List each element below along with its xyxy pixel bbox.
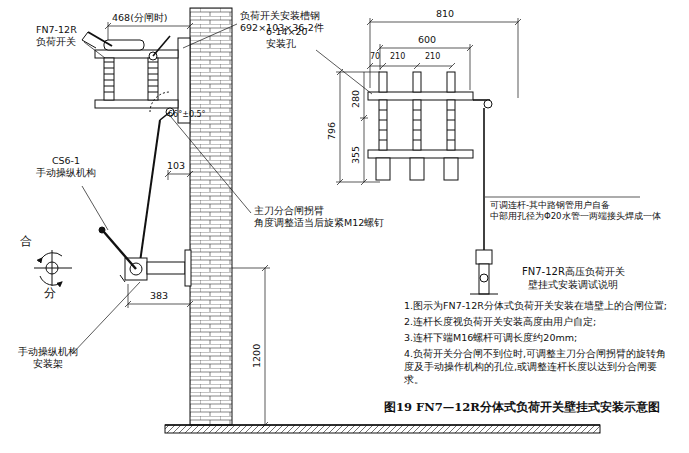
dimension-label: 810 [436,8,454,20]
label-line: 负荷开关安装槽钢 [240,10,324,22]
part-label: 1.图示为FN7-12R分体式负荷开关安装在墙壁上的合闸位置; [404,300,667,312]
label-line: FN7-12R [36,24,77,36]
part-label: 2.连杆长度视负荷开关安装高度由用户自定; [404,316,596,328]
dimension-label: 210 [425,52,440,62]
label-line: 安装孔 [266,38,308,50]
label-line: 主刀分合闸拐臂 [254,205,384,217]
dimension-label: 1200 [251,344,263,368]
part-label: 3.连杆下端M16螺杆可调长度约20mm; [404,332,577,344]
label-line: 手动操纵机构 [18,346,78,358]
part-label: FN7-12R 负荷开关 [36,24,77,49]
part-label: 468(分闸时) [112,12,168,24]
part-label: 主刀分合闸拐臂 角度调整适当后旋紧M12螺钉 [254,205,384,230]
label-line: 6-14×20 [266,26,308,38]
part-label: 4.负荷开关分合闸不到位时,可调整主刀分合闸拐臂的旋转角度及手动操作机构的孔位,… [404,348,676,386]
dimension-label: 280 [350,90,362,108]
ground [165,425,600,433]
part-label: 合 [20,234,32,250]
dimension-label: 70 [370,52,380,62]
part-label: 分 [44,286,56,302]
direction-symbol [34,250,72,286]
part-label: 手动操纵机构 安装架 [18,346,78,371]
switch-side-view [82,32,190,262]
dimension-label: 600 [418,34,436,46]
part-label: CS6-1 手动操纵机构 [36,155,96,180]
switch-front-view [368,72,498,294]
dimension-label: 210 [390,52,405,62]
label-line: 中部用孔径为Φ20水管一两端接头焊成一体 [490,211,661,222]
part-label: 6-14×20 安装孔 [266,26,308,51]
label-line: 安装架 [18,358,78,370]
label-line: 角度调整适当后旋紧M12螺钉 [254,217,384,229]
dimension-label: 796 [326,122,338,140]
dimension-label: 383 [150,290,168,302]
part-label: 可调连杆-其中路钢管用户自备 中部用孔径为Φ20水管一两端接头焊成一体 [490,200,661,222]
part-label: FN7-12R高压负荷开关 壁挂式安装调试说明 [522,265,625,291]
label-line: 可调连杆-其中路钢管用户自备 [490,200,661,211]
dimension-label: 103 [167,160,185,172]
brick-wall [190,8,232,425]
part-label: 66°±0.5° [168,110,206,120]
manual-mechanism [99,227,191,286]
label-line: CS6-1 [36,155,96,167]
label-line: 壁挂式安装调试说明 [522,278,625,291]
label-line: 手动操纵机构 [36,167,96,179]
dimension-label: 355 [350,146,362,164]
label-line: FN7-12R高压负荷开关 [522,265,625,278]
label-line: 负荷开关 [36,36,77,48]
figure-caption: 图19 FN7—12R分体式负荷开关壁挂式安装示意图 [384,400,660,415]
